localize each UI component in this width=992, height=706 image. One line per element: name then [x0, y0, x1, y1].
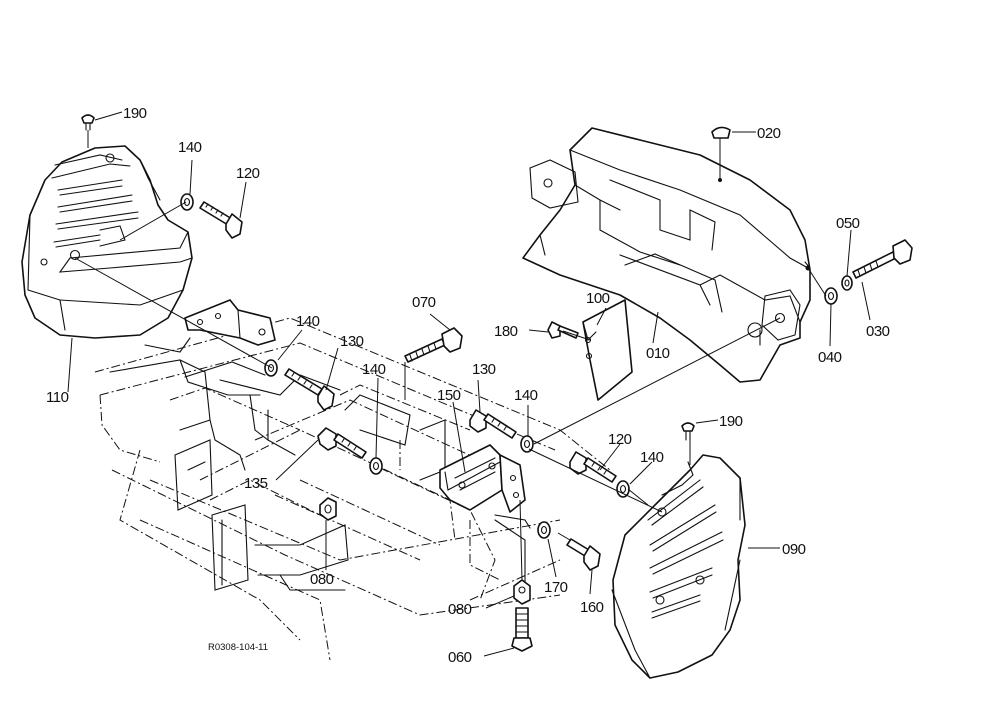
label-140-center: 140 [362, 361, 386, 378]
frame-details [109, 337, 526, 601]
label-150: 150 [437, 387, 461, 404]
bolt-030 [852, 239, 913, 279]
label-135: 135 [244, 475, 268, 492]
washer-040 [824, 287, 838, 305]
part-labels: 190 140 120 110 140 130 070 140 135 080 … [46, 105, 890, 666]
label-030: 030 [866, 323, 890, 340]
nut-080-bottom [513, 579, 531, 605]
label-140-top: 140 [178, 139, 202, 156]
label-100: 100 [586, 290, 610, 307]
label-190-left: 190 [123, 105, 147, 122]
bolt-120-left [199, 201, 243, 239]
lock-washer-050 [841, 275, 853, 291]
upper-shroud-010 [522, 127, 811, 383]
washer-140-lower [616, 480, 630, 498]
label-140-lower: 140 [640, 449, 664, 466]
clip-190-left [81, 114, 95, 131]
label-120-left: 120 [236, 165, 260, 182]
clip-190-right [681, 422, 695, 441]
washer-140-right [520, 435, 534, 453]
label-190-right: 190 [719, 413, 743, 430]
frame-outline [94, 317, 611, 661]
label-120-right: 120 [608, 431, 632, 448]
label-130-right: 130 [472, 361, 496, 378]
bolt-120-right [569, 451, 617, 483]
bolt-060 [511, 607, 533, 652]
drawing-reference: R0308-104-11 [208, 642, 268, 653]
label-140-mid: 140 [296, 313, 320, 330]
screw-180 [547, 321, 579, 339]
label-070: 070 [412, 294, 436, 311]
label-060: 060 [448, 649, 472, 666]
washer-140-top-left [180, 193, 194, 211]
label-180: 180 [494, 323, 518, 340]
label-leaders [67, 111, 871, 657]
right-cover-090 [611, 454, 746, 679]
label-110: 110 [46, 389, 69, 406]
bracket-150 [439, 444, 531, 529]
mount-bracket-left [184, 299, 276, 346]
label-040: 040 [818, 349, 842, 366]
label-140-right: 140 [514, 387, 538, 404]
plug-020 [711, 126, 731, 139]
nut-080-left [319, 497, 337, 521]
label-080-bottom: 080 [448, 601, 472, 618]
bolt-160 [566, 538, 601, 571]
label-080-left: 080 [310, 571, 334, 588]
label-090: 090 [782, 541, 806, 558]
explode-lines [74, 130, 827, 581]
bolt-130-mid [284, 368, 335, 411]
bolt-135 [317, 427, 367, 459]
label-010: 010 [646, 345, 670, 362]
bolt-130-right [469, 409, 517, 439]
label-160: 160 [580, 599, 604, 616]
label-050: 050 [836, 215, 860, 232]
label-020: 020 [757, 125, 781, 142]
washer-140-center [369, 457, 383, 475]
left-cover-110 [21, 145, 193, 339]
label-130-mid: 130 [340, 333, 364, 350]
plate-100 [582, 299, 633, 401]
label-170: 170 [544, 579, 568, 596]
washer-170 [537, 521, 551, 539]
bolt-070 [404, 327, 463, 363]
